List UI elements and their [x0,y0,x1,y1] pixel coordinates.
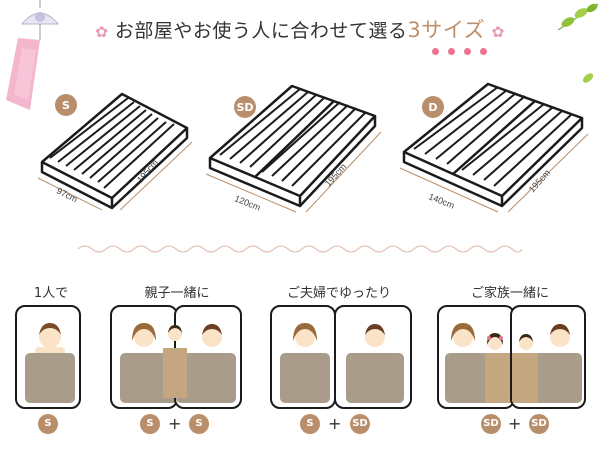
bed-frame-sd [205,84,382,213]
title-accent-text: 3サイズ [407,18,486,42]
size-badge-s: S [300,414,320,434]
case-label-single: 1人で [33,286,69,301]
flower-icon: ✿ [95,23,109,41]
size-badge-sd: SD [529,414,549,434]
case-label-couple: ご夫婦でゆったり [286,286,391,301]
size-badge-sd: SD [350,414,370,434]
dot [432,48,439,55]
wavy-divider [78,245,522,253]
bed-card [510,305,586,409]
person-illustration [176,324,236,403]
flower-icon: ✿ [491,23,505,41]
case-label-parent-child: 親子一緒に [144,286,210,301]
person-illustration [445,323,513,403]
person-illustration [280,323,330,403]
person-illustration [25,323,75,403]
plus-sign: + [168,414,182,433]
dot [480,48,487,55]
size-badge-sd: SD [481,414,501,434]
case-label-family: ご家族一緒に [470,286,549,301]
size-badge-s: S [38,414,58,434]
title-dots [432,40,496,59]
wind-chime-decoration [6,0,60,110]
person-illustration [120,323,176,403]
bed-card [437,305,515,409]
size-badge-s: S [189,414,209,434]
person-illustration [512,324,582,403]
size-badge-sd: SD [234,96,256,118]
person-illustration [346,324,404,403]
size-badge-s: S [140,414,160,434]
bed-card [15,305,81,409]
dot [448,48,455,55]
dot [464,48,471,55]
size-badge-d: D [422,96,444,118]
bed-card [270,305,336,409]
bed-frame-d [399,82,589,213]
bed-frame-s [37,92,193,210]
leaf-decoration-small [582,73,594,83]
plus-sign: + [508,414,522,433]
title-main-text: お部屋やお使う人に合わせて選る [114,20,408,42]
page-title: ✿ お部屋やお使う人に合わせて選る3サイズ ✿ [0,14,600,44]
leaf-decoration [557,3,599,31]
size-badge-s: S [55,94,77,116]
plus-sign: + [328,414,342,433]
bed-card [334,305,412,409]
bed-card [174,305,242,409]
child-illustration [163,325,187,398]
